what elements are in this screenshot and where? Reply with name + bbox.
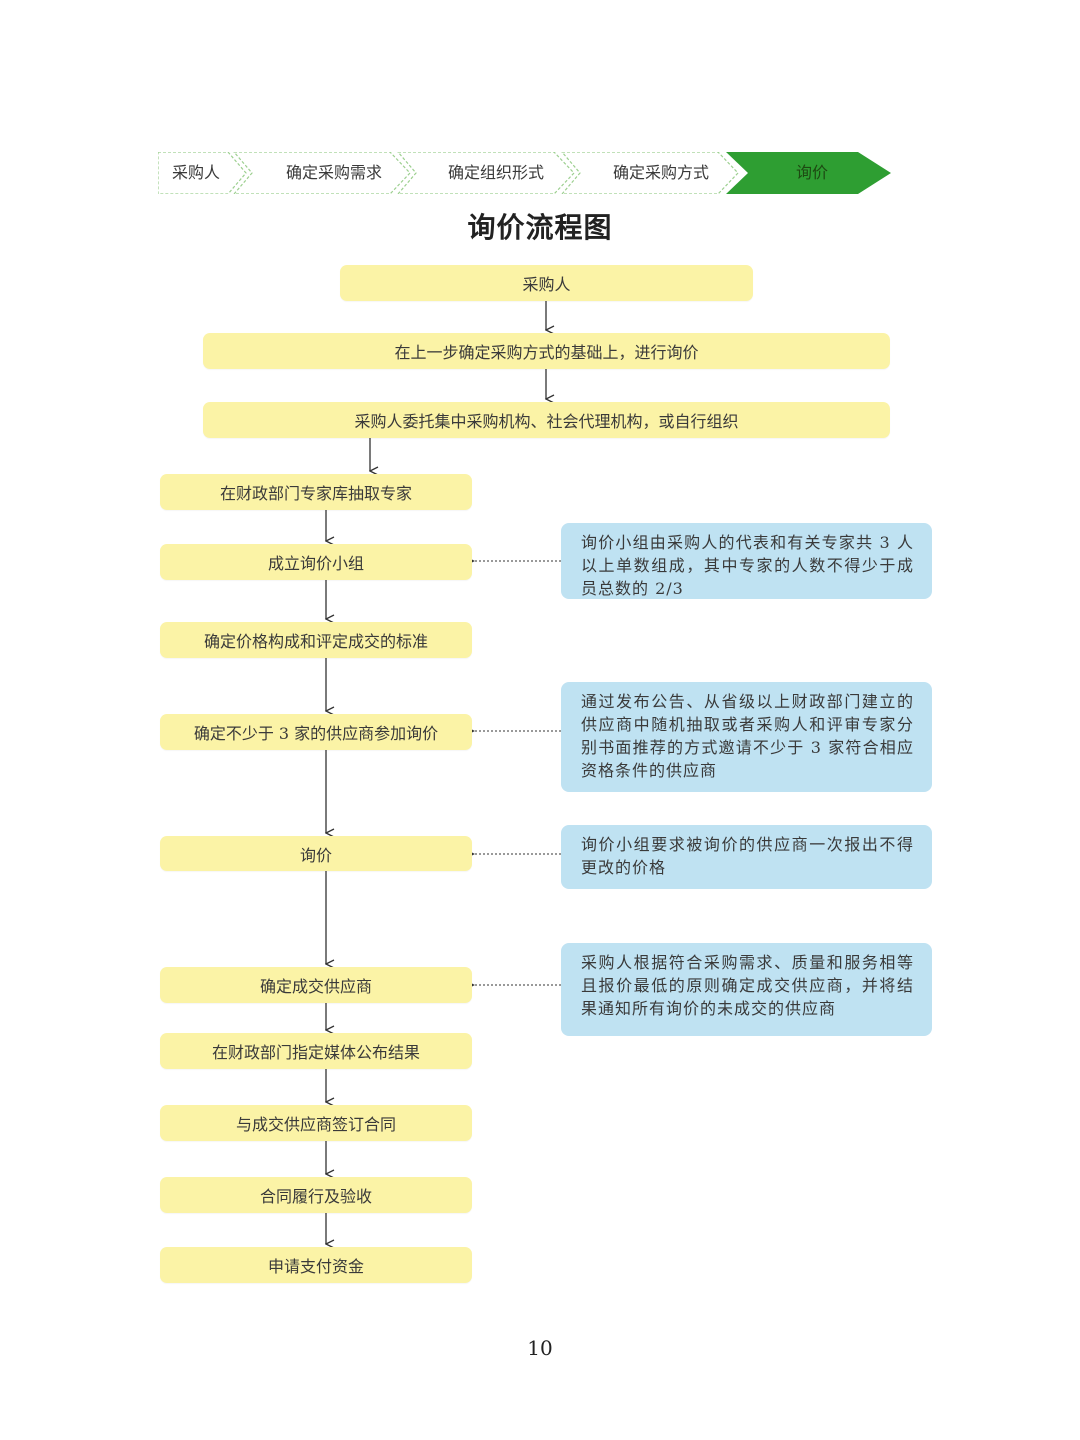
flow-step-set-criteria: 确定价格构成和评定成交的标准	[160, 622, 472, 658]
flow-step-form-group: 成立询价小组	[160, 544, 472, 580]
flow-step-select-suppliers: 确定不少于 3 家的供应商参加询价	[160, 714, 472, 750]
note-one-time-quote: 询价小组要求被询价的供应商一次报出不得更改的价格	[561, 825, 932, 889]
breadcrumb-step-5-active: 询价	[795, 163, 828, 182]
flow-step-apply-payment: 申请支付资金	[160, 1247, 472, 1283]
breadcrumb-step-1: 采购人	[171, 163, 220, 182]
page-number: 10	[527, 1336, 553, 1360]
flow-step-determine-supplier: 确定成交供应商	[160, 967, 472, 1003]
flow-step-publish-result: 在财政部门指定媒体公布结果	[160, 1033, 472, 1069]
flow-step-inquiry: 询价	[160, 836, 472, 871]
breadcrumb-step-2: 确定采购需求	[285, 163, 382, 182]
breadcrumb-step-3-shape	[397, 152, 575, 194]
breadcrumb-step-3: 确定组织形式	[447, 163, 544, 182]
note-invite-suppliers: 通过发布公告、从省级以上财政部门建立的供应商中随机抽取或者采购人和评审专家分别书…	[561, 682, 932, 792]
breadcrumb-step-4-shape	[561, 152, 739, 194]
flow-step-inquiry-basis: 在上一步确定采购方式的基础上，进行询价	[203, 333, 890, 369]
breadcrumb-step-5-shape	[726, 152, 891, 194]
flow-step-sign-contract: 与成交供应商签订合同	[160, 1105, 472, 1141]
process-breadcrumb: 采购人 确定采购需求 确定组织形式 确定采购方式 询价	[158, 152, 892, 194]
flow-step-organizer: 采购人委托集中采购机构、社会代理机构，或自行组织	[203, 402, 890, 438]
note-lowest-price: 采购人根据符合采购需求、质量和服务相等且报价最低的原则确定成交供应商，并将结果通…	[561, 943, 932, 1036]
breadcrumb-chevrons	[158, 152, 891, 194]
flow-step-acceptance: 合同履行及验收	[160, 1177, 472, 1213]
breadcrumb-step-1-shape	[158, 152, 247, 194]
flow-step-purchaser: 采购人	[340, 265, 753, 301]
breadcrumb-step-2-shape	[233, 152, 411, 194]
note-inquiry-group: 询价小组由采购人的代表和有关专家共 3 人以上单数组成，其中专家的人数不得少于成…	[561, 523, 932, 599]
page-title: 询价流程图	[467, 211, 613, 244]
flow-step-draw-experts: 在财政部门专家库抽取专家	[160, 474, 472, 510]
breadcrumb-step-4: 确定采购方式	[612, 163, 709, 182]
